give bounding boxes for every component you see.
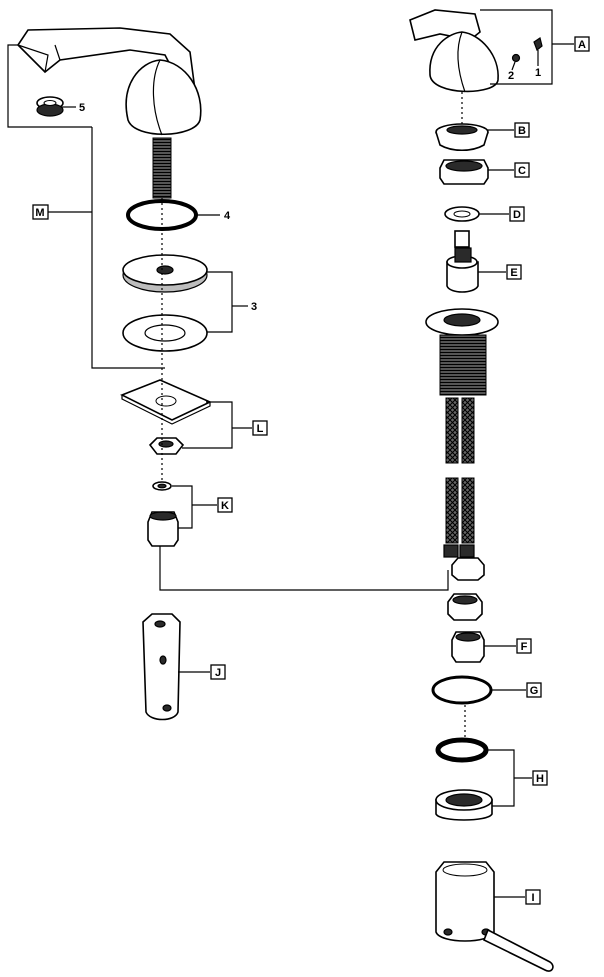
label-a: A (574, 36, 590, 52)
label-e: E (506, 264, 522, 280)
svg-text:F: F (521, 641, 528, 653)
o-ring-g (431, 675, 493, 705)
svg-text:E: E (510, 267, 517, 279)
label-m: M (32, 204, 49, 220)
svg-text:C: C (518, 165, 526, 177)
cartridge-e (446, 261, 479, 293)
label-b: B (514, 122, 530, 138)
supply-hose-2 (461, 397, 475, 464)
cartridge-stem (454, 230, 470, 248)
label-i: I (525, 889, 541, 905)
svg-text:A: A (578, 39, 586, 51)
label-c: C (514, 162, 530, 178)
set-screw-part-1 (533, 37, 543, 51)
spout-assembly (16, 27, 212, 721)
svg-text:K: K (221, 500, 229, 512)
socket-tool-i (435, 861, 495, 942)
supply-hose-3 (445, 477, 459, 544)
svg-text:I: I (531, 892, 534, 904)
callout-5: 5 (79, 102, 85, 114)
spout-body (125, 59, 202, 136)
washer-h (435, 737, 489, 763)
svg-text:G: G (530, 685, 539, 697)
supply-hose-1 (445, 397, 459, 464)
callout-3: 3 (251, 301, 257, 313)
label-h: H (532, 770, 548, 786)
handle-valve-assembly (409, 9, 554, 972)
svg-text:H: H (536, 773, 544, 785)
wrench-tool-j (142, 613, 181, 721)
leader-lines (7, 9, 574, 898)
label-l: L (252, 420, 268, 436)
label-f: F (516, 638, 532, 654)
svg-text:B: B (518, 125, 526, 137)
callout-1: 1 (535, 67, 541, 79)
tool-handle-bar (482, 928, 554, 972)
label-d: D (509, 206, 525, 222)
label-g: G (526, 682, 542, 698)
svg-text:J: J (215, 667, 221, 679)
screw-part-2 (511, 53, 521, 63)
label-k: K (217, 497, 233, 513)
callout-2: 2 (508, 70, 514, 82)
callout-4: 4 (224, 210, 231, 222)
svg-text:M: M (35, 207, 44, 219)
handle-body (429, 31, 499, 93)
svg-text:D: D (513, 209, 521, 221)
valve-body (439, 334, 487, 396)
spout-shank (152, 137, 172, 199)
label-j: J (210, 664, 226, 680)
svg-text:L: L (257, 423, 264, 435)
supply-hose-4 (461, 477, 475, 544)
